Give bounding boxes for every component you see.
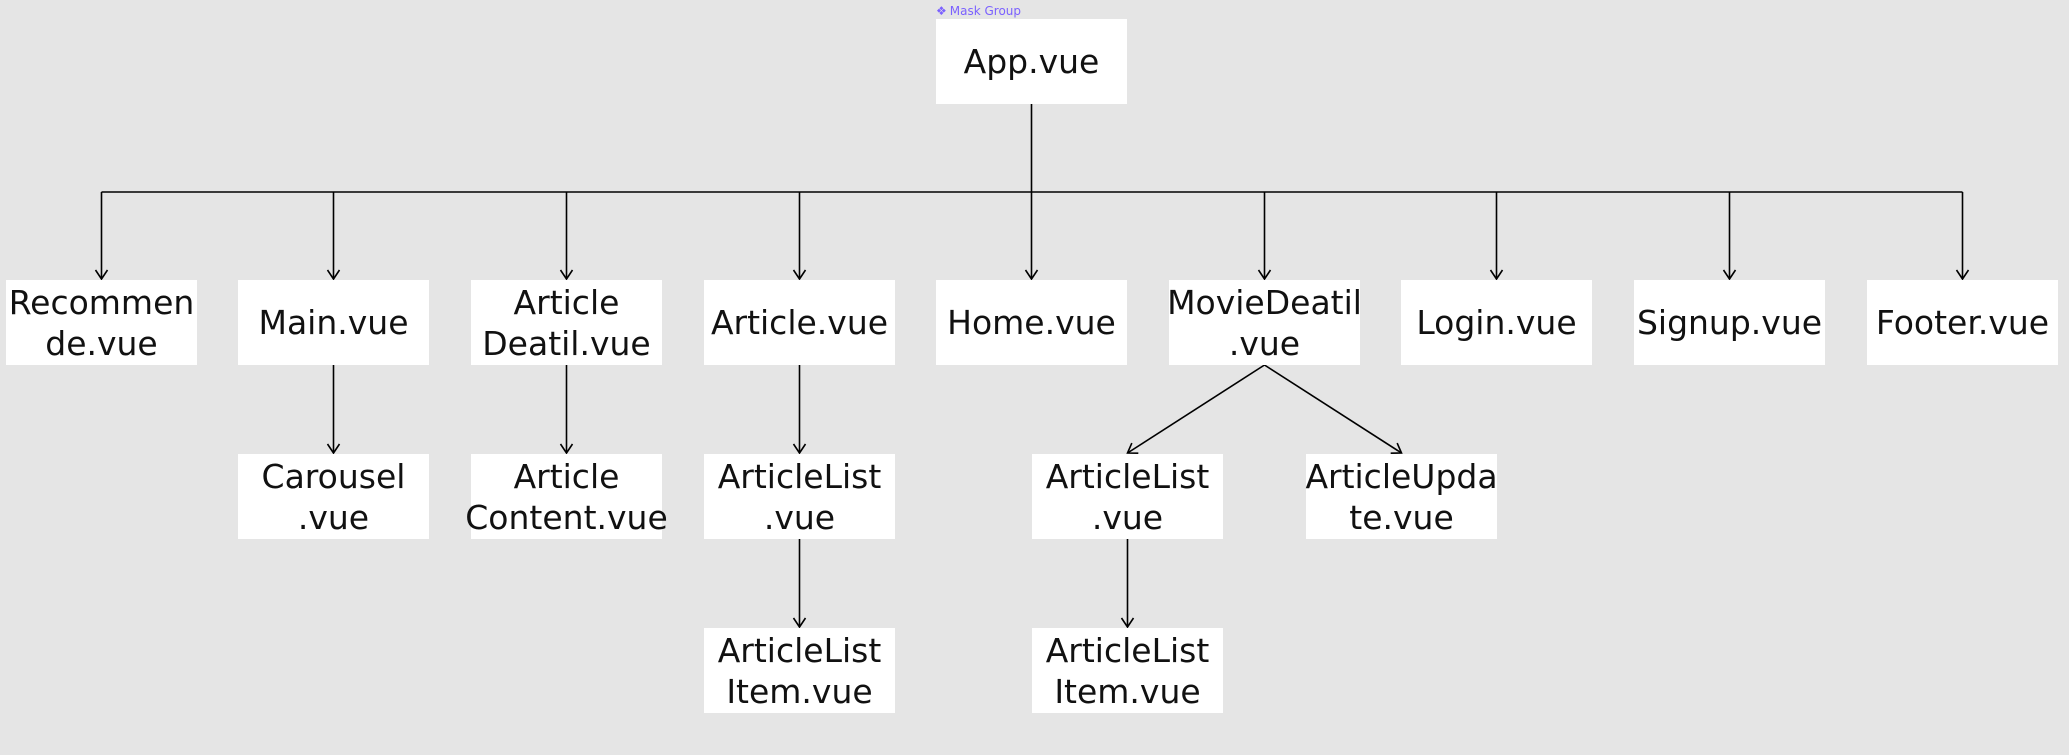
arrowhead-articlelistitem1 [792, 617, 807, 629]
arrowhead-articleupdate [1390, 442, 1403, 454]
node-label: ArticleUpda te.vue [1305, 456, 1498, 537]
node-label: ArticleList Item.vue [1045, 630, 1210, 711]
arrowhead-login [1489, 269, 1504, 281]
node-article-list-item-2[interactable]: ArticleList Item.vue [1032, 628, 1223, 713]
node-article-list-item-1[interactable]: ArticleList Item.vue [704, 628, 895, 713]
node-article-content[interactable]: Article Content.vue [465, 454, 668, 539]
arrowhead-articlecontent [559, 443, 574, 455]
node-label: Recommen de.vue [8, 282, 195, 363]
arrowhead-signup [1722, 269, 1737, 281]
node-label: MovieDeatil .vue [1167, 282, 1362, 363]
node-article-detail[interactable]: Article Deatil.vue [471, 280, 662, 365]
node-signup[interactable]: Signup.vue [1634, 280, 1825, 365]
node-footer[interactable]: Footer.vue [1867, 280, 2058, 365]
node-recommende[interactable]: Recommen de.vue [6, 280, 197, 365]
edge-moviedetail-articleupdate [1264, 364, 1402, 454]
node-app[interactable]: App.vue [936, 19, 1127, 104]
arrowhead-articledetail [559, 269, 574, 281]
node-label: Login.vue [1416, 303, 1577, 342]
node-label: Home.vue [947, 303, 1116, 342]
node-home[interactable]: Home.vue [936, 280, 1127, 365]
edge-moviedetail-articlelist2 [1127, 364, 1265, 454]
arrowhead-article [792, 269, 807, 281]
node-movie-detail[interactable]: MovieDeatil .vue [1167, 280, 1362, 365]
node-label: Article.vue [710, 303, 889, 342]
mask-group-label-text: Mask Group [949, 4, 1022, 18]
node-label: ArticleList .vue [1045, 456, 1210, 537]
arrowhead-articlelist1 [792, 443, 807, 455]
node-article-update[interactable]: ArticleUpda te.vue [1305, 454, 1498, 539]
node-label: Carousel .vue [261, 456, 406, 537]
node-label: ArticleList Item.vue [717, 630, 882, 711]
mask-group-label[interactable]: ❖Mask Group [936, 4, 1021, 18]
node-label: Article Deatil.vue [482, 282, 651, 363]
arrowhead-moviedetail [1257, 269, 1272, 281]
node-label: Article Content.vue [465, 456, 668, 537]
node-carousel[interactable]: Carousel .vue [238, 454, 429, 539]
arrowhead-articlelist2 [1126, 442, 1139, 454]
component-icon: ❖ [936, 4, 947, 18]
node-article[interactable]: Article.vue [704, 280, 895, 365]
node-article-list-1[interactable]: ArticleList .vue [704, 454, 895, 539]
node-label: ArticleList .vue [717, 456, 882, 537]
node-login[interactable]: Login.vue [1401, 280, 1592, 365]
arrowhead-articlelistitem2 [1120, 617, 1135, 629]
node-main[interactable]: Main.vue [238, 280, 429, 365]
arrowhead-footer [1955, 269, 1970, 281]
arrowhead-home [1024, 269, 1039, 281]
node-label: Main.vue [258, 303, 409, 342]
arrowhead-recommende [94, 269, 109, 281]
node-article-list-2[interactable]: ArticleList .vue [1032, 454, 1223, 539]
arrowhead-main [326, 269, 341, 281]
node-label: Footer.vue [1875, 303, 2050, 342]
node-label: Signup.vue [1636, 303, 1823, 342]
arrowhead-carousel [326, 443, 341, 455]
node-label: App.vue [963, 42, 1100, 81]
